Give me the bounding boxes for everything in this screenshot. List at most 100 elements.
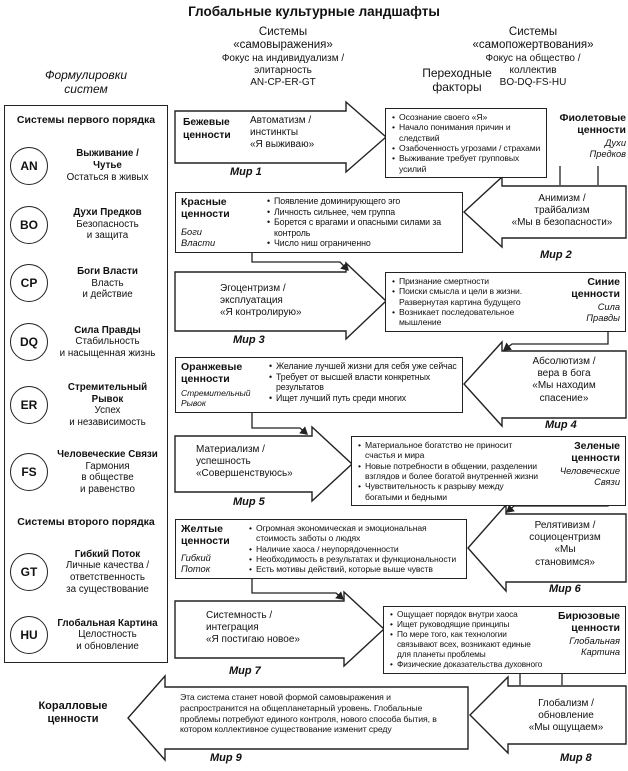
fs-text: Человеческие Связи Гармония в обществе и… — [53, 449, 162, 495]
bullet-item: Материальное богатство не приносит счаст… — [357, 440, 539, 461]
violet-bullets: Осознание своего «Я»Начало понимания при… — [391, 112, 541, 174]
globalism-arrow-text: Глобализм / обновление «Мы ощущаем» — [528, 698, 604, 734]
er-text: Стремительный Рывок Успех и независимост… — [53, 382, 162, 428]
page-title: Глобальные культурные ландшафты — [188, 4, 440, 19]
red-label-column: Красные ценности Боги Власти — [181, 196, 261, 249]
orange-bullets: Желание лучшей жизни для себя уже сейчас… — [268, 361, 457, 409]
bullet-item: Огромная экономическая и эмоциональная с… — [248, 523, 461, 544]
fs-name: Человеческие Связи — [57, 449, 158, 461]
sidebar-item-cp: CP Боги Власти Власть и действие — [10, 264, 162, 303]
gt-name: Гибкий Поток — [74, 548, 141, 560]
blue-label: Синие ценности — [571, 276, 620, 301]
sidebar-item-bo: BO Духи Предков Безопасность и защита — [10, 205, 162, 244]
violet-values-label: Фиолетовые ценности Духи Предков — [548, 112, 626, 160]
bo-name: Духи Предков — [73, 207, 142, 219]
turquoise-bullets-box: Ощущает порядок внутри хаосаИщет руковод… — [383, 606, 626, 674]
first-order-title: Системы первого порядка — [16, 114, 156, 126]
absolutism-arrow-text: Абсолютизм / вера в бога «Мы находим спа… — [532, 356, 596, 404]
cp-desc: Власть и действие — [82, 277, 133, 301]
an-name: Выживание / Чутье — [76, 148, 139, 172]
hu-code-circle: HU — [10, 615, 48, 654]
bullet-item: Физические доказательства духовного — [389, 659, 545, 670]
hu-name: Глобальная Картина — [57, 617, 158, 629]
orange-values-box: Оранжевые ценности Стремительный Рывок Ж… — [175, 357, 463, 413]
dq-code-circle: DQ — [10, 323, 48, 362]
connector-line — [251, 248, 349, 271]
animism-arrow-shape — [462, 175, 627, 249]
animism-arrow-text: Анимизм / трайбализм «Мы в безопасности» — [511, 193, 613, 229]
yellow-label: Желтые ценности — [181, 523, 230, 548]
coral-arrow-text: Эта система станет новой формой самовыра… — [180, 692, 437, 735]
column-header-expression: Системы «самовыражения» Фокус на индивид… — [170, 26, 396, 89]
turquoise-sub: Глобальная Картина — [569, 636, 620, 657]
bullet-item: Поиски смысла и цели в жизни. Развернута… — [391, 286, 545, 307]
bullet-item: Борется с врагами и опасными силами за к… — [266, 217, 457, 238]
egocentrism-arrow-text: Эгоцентризм / эксплуатация «Я контролиру… — [220, 283, 302, 319]
green-bullets-box: Материальное богатство не приносит счаст… — [351, 436, 626, 506]
absolutism-arrow-shape — [463, 340, 627, 428]
bullet-item: Осознание своего «Я» — [391, 112, 541, 123]
sidebar-item-dq: DQ Сила Правды Стабильность и насыщенная… — [10, 323, 162, 362]
blue-bullets: Признание смертностиПоиски смысла и цели… — [391, 276, 545, 328]
bo-code-circle: BO — [10, 205, 48, 244]
bullet-item: Число ниш ограниченно — [266, 238, 457, 249]
bullet-item: Необходимость в результатах и функционал… — [248, 554, 461, 565]
violet-sub: Духи Предков — [589, 138, 626, 159]
gt-desc: Личные качества / ответственность за сущ… — [65, 560, 150, 595]
coral-arrow-shape — [127, 674, 469, 762]
blue-sub: Сила Правды — [586, 302, 620, 323]
bullet-item: Требует от высшей власти конкретных резу… — [268, 372, 457, 393]
sacrifice-subtitle: Фокус на общество / коллектив BO-DQ-FS-H… — [485, 53, 581, 89]
expression-title: Системы «самовыражения» — [233, 26, 333, 52]
hu-text: Глобальная Картина Целостность и обновле… — [53, 618, 162, 653]
bullet-item: Наличие хаоса / неупорядоченности — [248, 544, 461, 555]
green-values-label: Зеленые ценности Человеческие Связи — [544, 440, 620, 502]
sidebar-item-fs: FS Человеческие Связи Гармония в обществ… — [10, 449, 162, 495]
beige-arrow-shape — [174, 100, 388, 174]
coral-values-label: Коралловые ценности — [38, 700, 108, 725]
orange-sub: Стремительный Рывок — [181, 388, 251, 409]
orange-label: Оранжевые ценности — [181, 361, 243, 386]
er-desc: Успех и независимость — [69, 405, 146, 428]
beige-arrow-text: Автоматизм / инстинкты «Я выживаю» — [250, 115, 315, 151]
bullet-item: Озабоченность угрозами / страхами — [391, 143, 541, 154]
dq-desc: Стабильность и насыщенная жизнь — [59, 336, 156, 360]
world-4-label: Мир 4 — [545, 419, 577, 431]
turquoise-label: Бирюзовые ценности — [557, 610, 620, 635]
gt-text: Гибкий Поток Личные качества / ответстве… — [53, 549, 162, 595]
green-sub: Человеческие Связи — [559, 466, 620, 487]
systemic-arrow-text: Системность / интеграция «Я постигаю нов… — [206, 610, 300, 646]
world-1-label: Мир 1 — [230, 166, 262, 178]
relativism-arrow-shape — [467, 503, 627, 593]
sidebar-item-hu: HU Глобальная Картина Целостность и обно… — [10, 615, 162, 654]
world-8-label: Мир 8 — [560, 752, 592, 764]
world-5-label: Мир 5 — [233, 496, 265, 508]
cp-code-circle: CP — [10, 264, 48, 303]
yellow-values-box: Желтые ценности Гибкий Поток Огромная эк… — [175, 519, 467, 579]
bullet-item: Выживание требует групповых усилий — [391, 153, 541, 174]
sidebar-item-an: AN Выживание / Чутье Остаться в живых — [10, 146, 162, 185]
world-9-label: Мир 9 — [210, 752, 242, 764]
world-2-label: Мир 2 — [540, 249, 572, 261]
bo-text: Духи Предков Безопасность и защита — [53, 207, 162, 242]
green-bullets: Материальное богатство не приносит счаст… — [357, 440, 539, 502]
world-6-label: Мир 6 — [549, 583, 581, 595]
cp-name: Боги Власти — [77, 266, 138, 278]
bullet-item: Ищет лучший путь среди многих — [268, 393, 457, 404]
beige-values-label: Бежевые ценности — [183, 117, 231, 141]
violet-bullets-box: Осознание своего «Я»Начало понимания при… — [385, 108, 547, 178]
bullet-item: По мере того, как технологии связывают в… — [389, 629, 545, 660]
bullet-item: Новые потребности в общении, разделении … — [357, 461, 539, 482]
yellow-bullets: Огромная экономическая и эмоциональная с… — [248, 523, 461, 575]
bullet-item: Ищет руководящие принципы — [389, 619, 545, 630]
connector-line — [251, 413, 308, 435]
red-sub: Боги Власти — [181, 227, 216, 249]
orange-label-column: Оранжевые ценности Стремительный Рывок — [181, 361, 263, 409]
an-text: Выживание / Чутье Остаться в живых — [53, 148, 162, 183]
systems-sidebar: Системы первого порядка AN Выживание / Ч… — [4, 105, 168, 663]
bullet-item: Желание лучшей жизни для себя уже сейчас — [268, 361, 457, 372]
world-3-label: Мир 3 — [233, 334, 265, 346]
cp-text: Боги Власти Власть и действие — [53, 266, 162, 301]
er-name: Стремительный Рывок — [67, 382, 148, 405]
